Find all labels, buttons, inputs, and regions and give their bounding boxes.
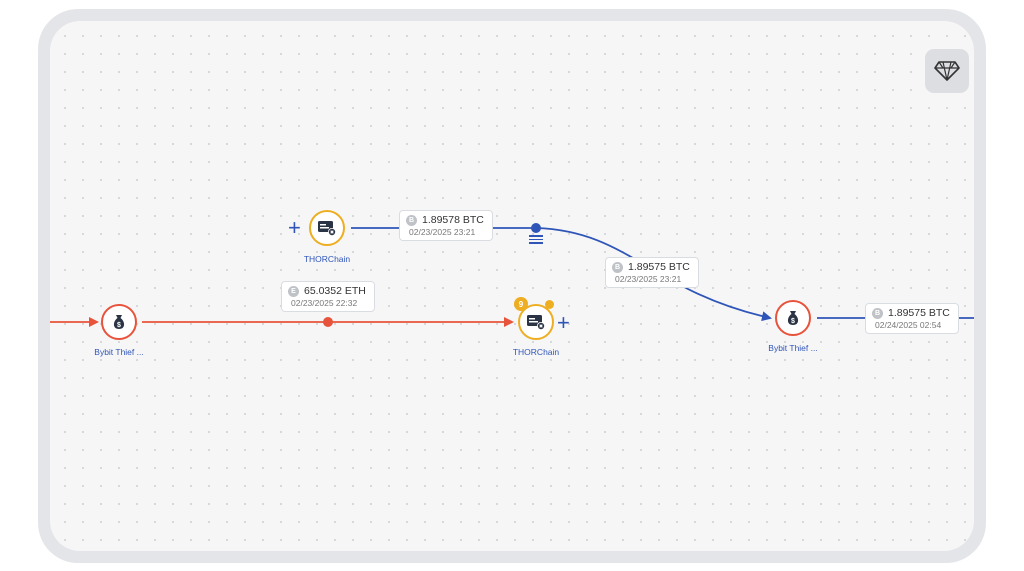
svg-text:$: $ [791, 318, 795, 325]
tx-amount: 65.0352 ETH [304, 285, 366, 297]
tx-label-btc-3[interactable]: B 1.89575 BTC 02/24/2025 02:54 [865, 303, 959, 334]
node-thorchain-top[interactable] [309, 210, 345, 246]
tx-amount: 1.89578 BTC [422, 214, 484, 226]
tx-amount: 1.89575 BTC [628, 261, 690, 273]
expand-plus-button[interactable]: + [288, 215, 301, 240]
edges-layer [50, 223, 974, 327]
bitcoin-icon: B [612, 261, 623, 273]
node-label-bybit-thief-2[interactable]: Bybit Thief ... [768, 343, 818, 353]
list-menu-icon[interactable] [529, 235, 543, 246]
tx-label-eth[interactable]: E 65.0352 ETH 02/23/2025 22:32 [281, 281, 375, 312]
edge-midpoint-red [323, 317, 333, 327]
node-label-thorchain-top[interactable]: THORChain [303, 254, 351, 264]
node-label-bybit-thief-1[interactable]: Bybit Thief ... [94, 347, 144, 357]
money-bag-icon: $ [113, 315, 125, 329]
expand-plus-button-2[interactable]: + [557, 310, 570, 335]
tx-amount: 1.89575 BTC [888, 307, 950, 319]
tx-date: 02/23/2025 22:32 [291, 298, 358, 308]
status-dot [545, 300, 554, 309]
tx-date: 02/23/2025 23:21 [409, 227, 476, 237]
node-label-thorchain-mid[interactable]: THORChain [512, 347, 560, 357]
diamond-logo-icon [934, 61, 960, 81]
bitcoin-icon: B [872, 307, 883, 319]
exchange-icon [318, 221, 336, 236]
node-bybit-thief-2[interactable]: $ [775, 300, 811, 336]
tx-date: 02/23/2025 23:21 [615, 274, 682, 284]
node-bybit-thief-1[interactable]: $ [101, 304, 137, 340]
exchange-icon [527, 315, 545, 330]
logo-button[interactable] [925, 49, 969, 93]
tx-label-btc-2[interactable]: B 1.89575 BTC 02/23/2025 23:21 [605, 257, 699, 288]
svg-text:$: $ [117, 322, 121, 329]
tx-date: 02/24/2025 02:54 [875, 320, 942, 330]
money-bag-icon: $ [787, 311, 799, 325]
ethereum-icon: E [288, 285, 299, 297]
graph-frame: $ Bybit Thief ... + THORChain [38, 9, 986, 563]
bitcoin-icon: B [406, 214, 417, 226]
graph-canvas[interactable]: $ Bybit Thief ... + THORChain [50, 21, 974, 551]
node-thorchain-mid[interactable] [518, 304, 554, 340]
tx-label-btc-1[interactable]: B 1.89578 BTC 02/23/2025 23:21 [399, 210, 493, 241]
count-badge: 9 [514, 297, 528, 311]
